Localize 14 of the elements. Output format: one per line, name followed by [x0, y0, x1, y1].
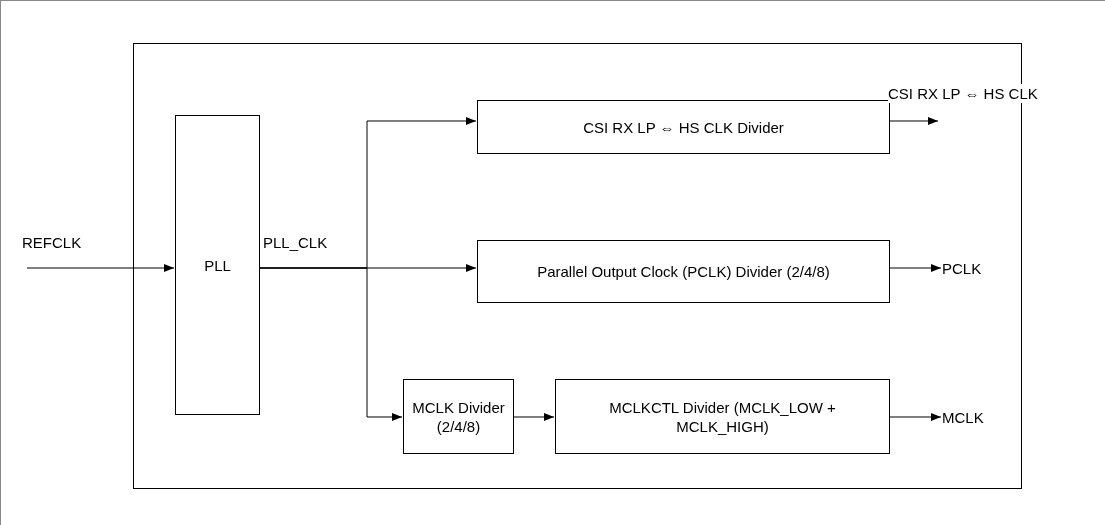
edge-label: CSI RX LP ⇔ HS CLK	[888, 84, 1038, 103]
arrow	[889, 117, 939, 125]
process-box: MCLK Divider (2/4/8)	[403, 379, 514, 454]
arrow	[889, 413, 942, 421]
arrow	[513, 413, 555, 421]
arrow	[889, 264, 942, 272]
arrow	[26, 264, 175, 272]
process-box: CSI RX LP ⇔ HS CLK Divider	[477, 100, 890, 154]
arrow	[259, 267, 403, 421]
signal-label: PCLK	[942, 256, 1002, 280]
process-box: PLL	[175, 115, 260, 415]
process-box: MCLKCTL Divider (MCLK_LOW + MCLK_HIGH)	[555, 379, 890, 454]
process-box: Parallel Output Clock (PCLK) Divider (2/4/8)	[477, 240, 890, 303]
signal-label: MCLK	[942, 405, 1002, 429]
